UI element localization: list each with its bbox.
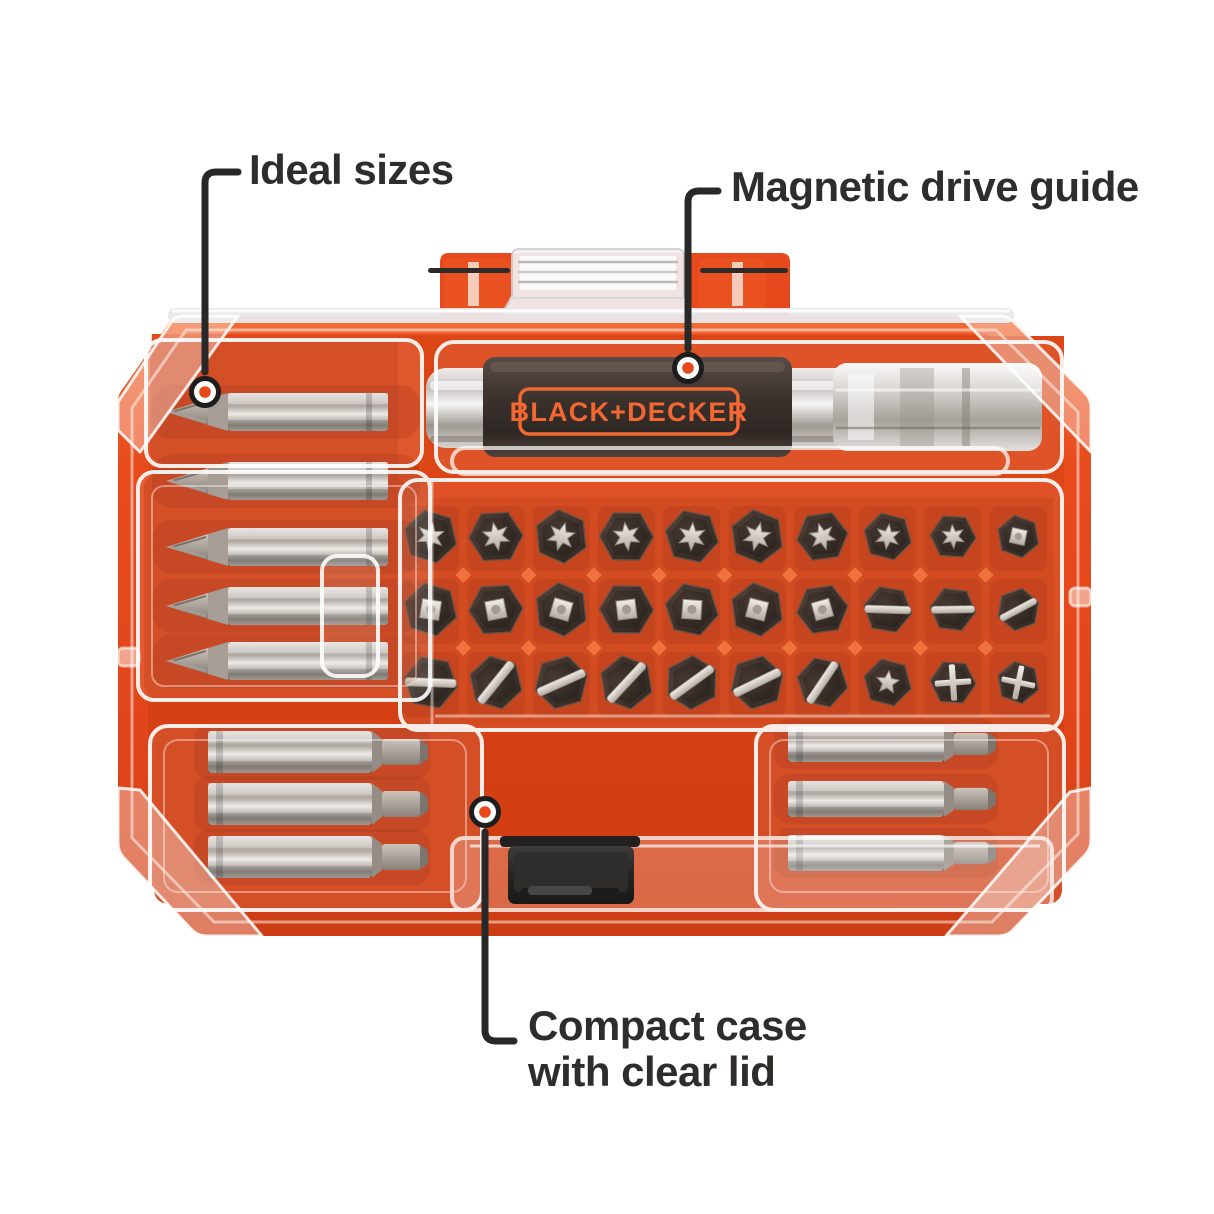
bit-square [731,581,783,638]
callout-marker-magnetic-drive-guide [672,352,704,384]
bit-square [997,514,1040,559]
callout-lines [201,168,722,1045]
hex-bit [194,724,430,780]
hinge-pin-left [428,268,510,273]
bit-slotd [997,587,1040,632]
hex-bit [774,828,998,878]
callout-line-ideal-sizes [201,168,242,376]
bit-torx [664,510,720,563]
bit-torx [535,508,587,565]
callout-label-compact-case-line1: Compact case [528,1002,807,1049]
phillips-bit [152,579,420,633]
case: BLACK+DECKER [116,248,1093,938]
bit-torx [863,512,912,561]
clear-lid [130,328,1080,924]
case-handle [500,248,696,315]
bit-torx [929,515,977,558]
bit-grid [396,498,1053,725]
magnetic-drive-guide: BLACK+DECKER [426,357,1042,457]
brand-logo-text: BLACK+DECKER [510,397,749,427]
drive-guide-sleeve: BLACK+DECKER [483,357,792,457]
hex-bit [774,774,998,824]
bit-torx [598,512,655,561]
bit-torx [796,511,849,562]
bit-square [468,584,524,635]
bit-square [598,585,655,634]
bit-slotd [796,657,849,708]
callout-label-magnetic-drive-guide: Magnetic drive guide [731,163,1139,210]
bit-slotd [730,655,784,710]
bit-slot [929,587,977,632]
hex-bit [194,776,430,832]
callout-label-compact-case: Compact case with clear lid [528,1003,807,1095]
hex-bit-group-right [774,719,998,878]
bit-square [796,584,849,635]
hex-bit [194,829,430,885]
bit-slotd [469,655,523,710]
bit-slot [863,586,913,633]
bit-square [535,581,587,638]
bit-torx [731,508,783,565]
bit-slotd [534,655,589,710]
bit-slotd [667,654,717,711]
bit-phillips [997,660,1040,705]
callout-marker-ideal-sizes [189,376,221,408]
hex-bit-group-left [194,724,430,885]
callout-line-magnetic-drive-guide [684,187,722,353]
clear-corner-caps [116,314,1093,938]
bit-torx [468,511,524,562]
bit-square [664,583,720,636]
callout-marker-compact-case [469,796,501,828]
callout-label-compact-case-line2: with clear lid [528,1048,776,1095]
bit-torx5 [863,658,912,707]
callout-markers [189,352,704,828]
bit-phillips [929,661,977,704]
callout-line-compact-case [481,828,518,1045]
case-latch [500,836,640,904]
hinge-pin-right [700,268,788,273]
brand-logo-frame [518,387,740,436]
bit-slotd [600,655,653,710]
callout-label-ideal-sizes: Ideal sizes [249,146,454,193]
drive-guide-collar [833,363,1042,451]
